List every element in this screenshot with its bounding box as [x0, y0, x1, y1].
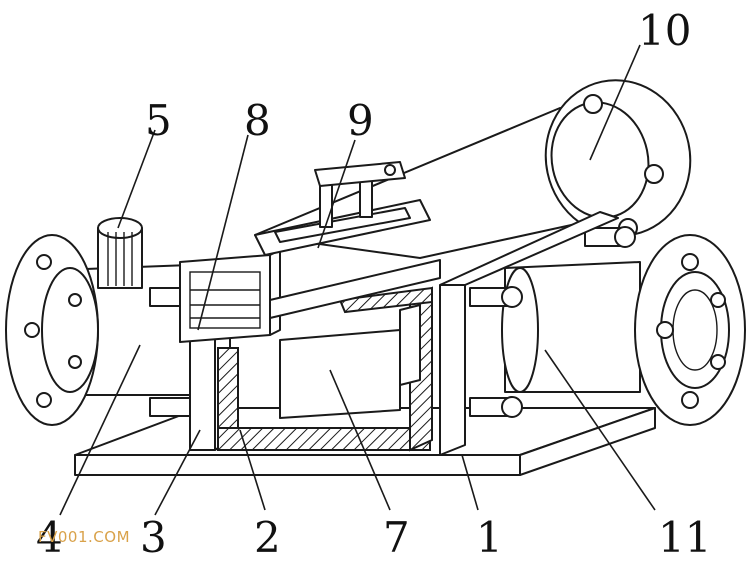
bolts: [149, 226, 636, 418]
callout-11: 11: [658, 513, 711, 562]
callout-4: 4: [36, 513, 63, 562]
callout-labels: 1 2 3 4 5 7 8 9 10 11: [36, 6, 711, 562]
valve-knob: [97, 217, 143, 289]
watermark: FV001.COM: [38, 528, 130, 546]
callout-7: 7: [383, 513, 410, 562]
callout-1: 1: [476, 513, 503, 562]
divider-plates: [439, 211, 619, 456]
leader-lines: [59, 44, 656, 516]
right-pipe: [501, 234, 746, 426]
callout-3: 3: [140, 513, 167, 562]
inner-block: [279, 304, 421, 419]
callout-2: 2: [254, 513, 281, 562]
clamp-block: [179, 249, 441, 343]
callout-10: 10: [638, 6, 691, 55]
callout-9: 9: [347, 96, 374, 145]
slide-rail: [254, 161, 431, 256]
callout-5: 5: [145, 96, 172, 145]
callout-8: 8: [244, 96, 271, 145]
